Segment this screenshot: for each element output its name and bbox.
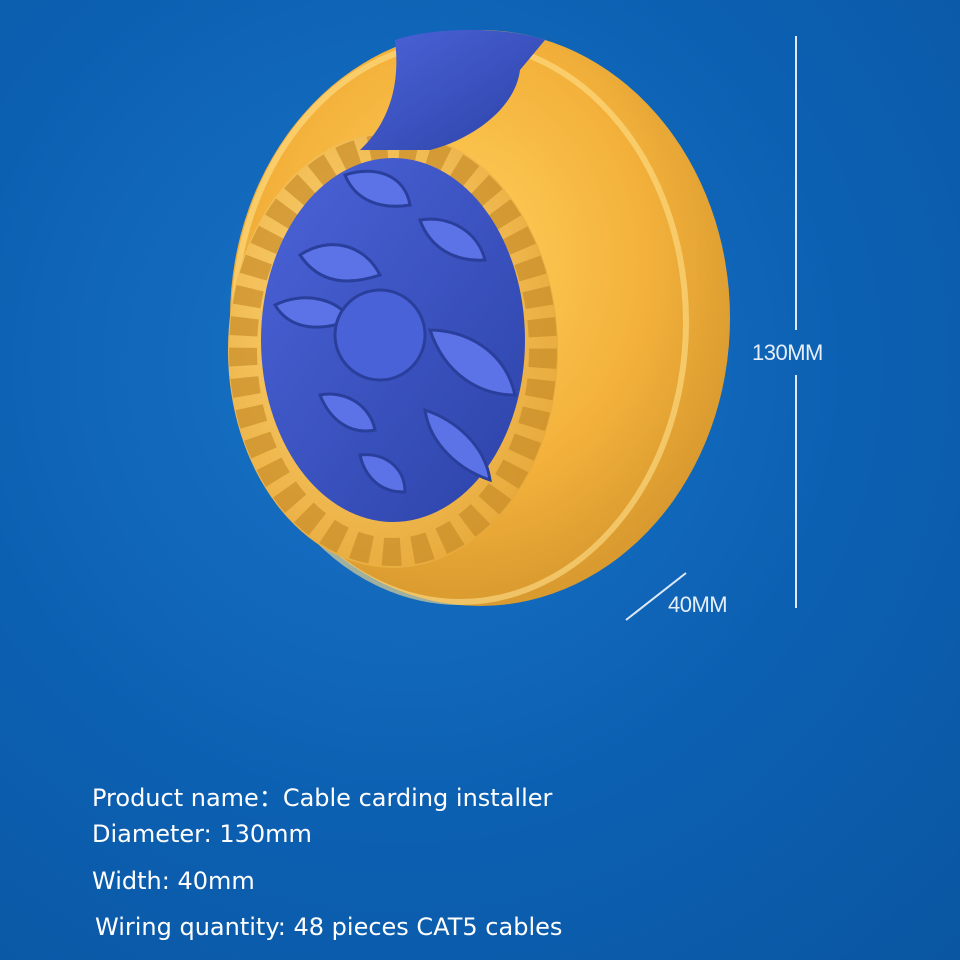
spec-product-name: Product name：Cable carding installer (92, 784, 553, 812)
spec-wiring-quantity: Wiring quantity: 48 pieces CAT5 cables (95, 913, 563, 941)
spec-width: Width: 40mm (92, 867, 255, 895)
diameter-dimension-label: 130MM (752, 340, 823, 365)
top-slot (360, 29, 545, 150)
spec-diameter: Diameter: 130mm (92, 820, 312, 848)
insert-fins (272, 169, 517, 494)
product-photo (228, 29, 797, 621)
center-hub (333, 288, 427, 382)
inner-ring-slots (229, 134, 557, 566)
width-dimension-line (625, 572, 687, 621)
width-dimension-label: 40MM (668, 592, 728, 617)
